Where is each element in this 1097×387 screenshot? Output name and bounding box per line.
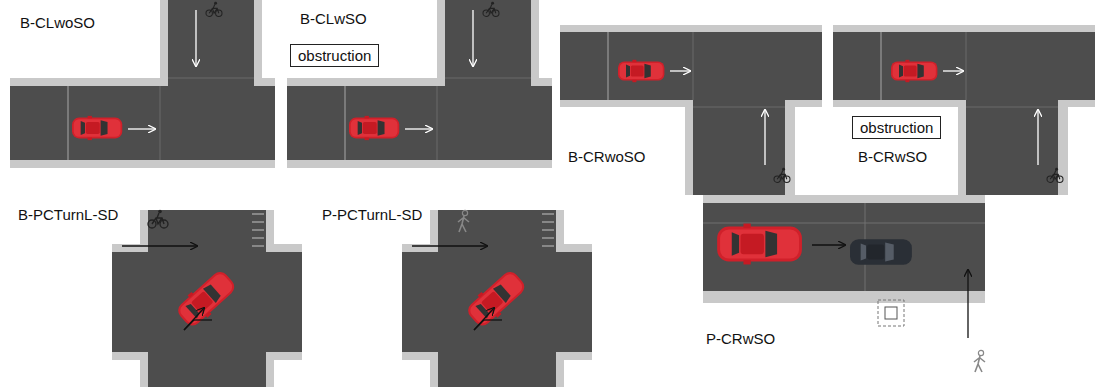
- obstruction-box: obstruction: [852, 116, 941, 139]
- scenario-label: B-CRwSO: [858, 148, 927, 165]
- scenario-label: B-CLwSO: [300, 10, 367, 27]
- scenario-label: B-PCTurnL-SD: [18, 206, 118, 223]
- node-text: obstruction: [298, 47, 371, 64]
- scenario-label: P-CRwSO: [706, 330, 775, 347]
- scenario-label: B-CRwoSO: [568, 148, 646, 165]
- node-text: obstruction: [860, 119, 933, 136]
- scenario-label: P-PCTurnL-SD: [322, 206, 422, 223]
- scenario-label: B-CLwoSO: [20, 14, 95, 31]
- obstruction-box: obstruction: [290, 44, 379, 67]
